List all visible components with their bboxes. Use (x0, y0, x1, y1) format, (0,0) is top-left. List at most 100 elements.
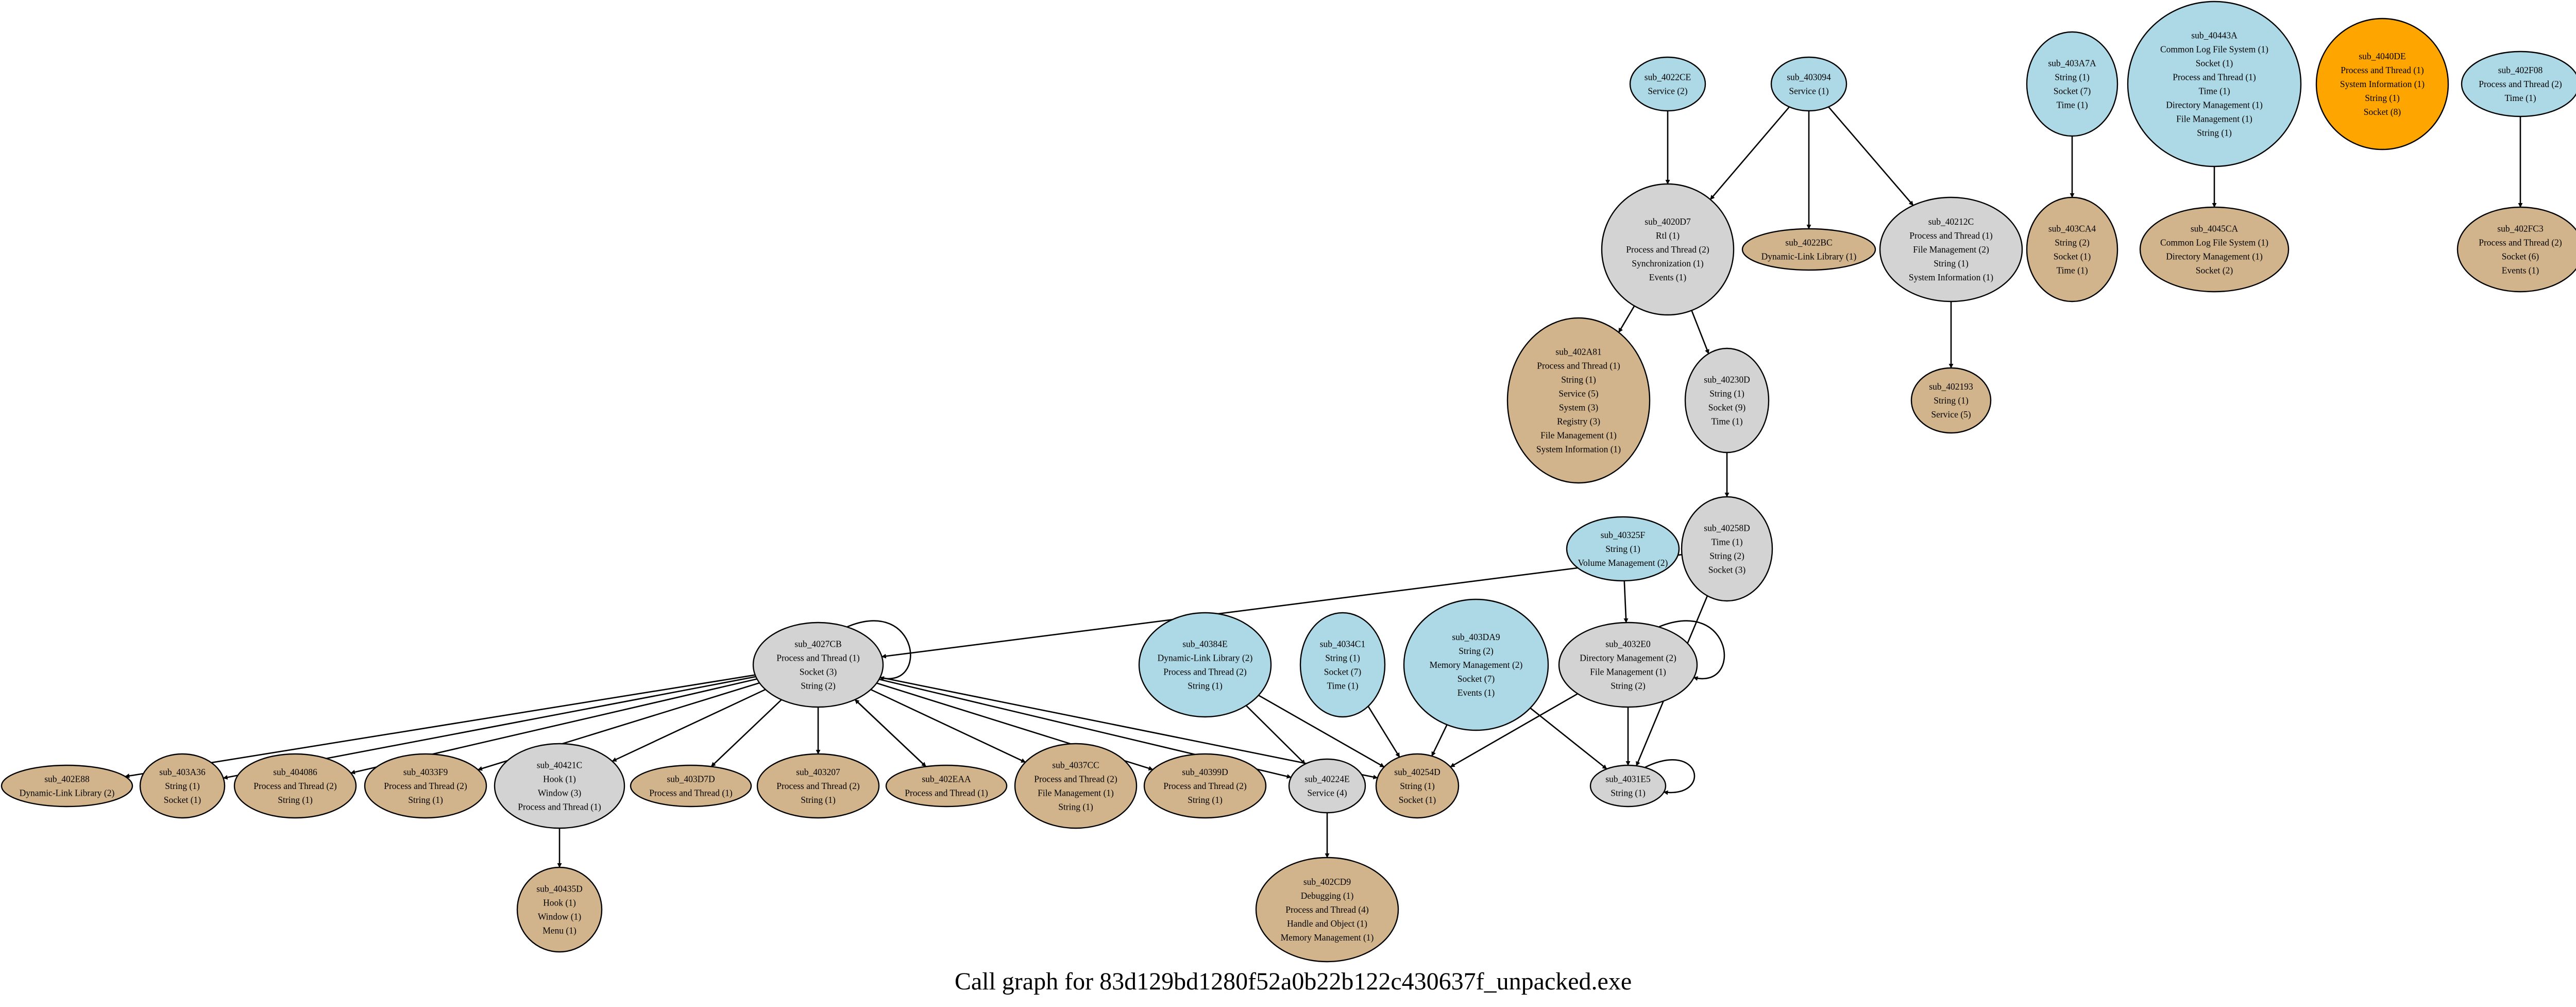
node-ellipse (1558, 622, 1698, 708)
node-api-category: String (1) (1400, 781, 1435, 791)
node-ellipse (1, 764, 133, 808)
node-ellipse (1143, 753, 1267, 819)
node-name: sub_4037CC (1052, 760, 1099, 770)
node-name: sub_40435D (536, 884, 582, 894)
node-api-category: Dynamic-Link Library (1) (1761, 251, 1857, 262)
node-name: sub_4040DE (2359, 51, 2405, 61)
node-api-category: String (1) (165, 781, 200, 791)
node-ellipse (1741, 228, 1876, 271)
node-api-category: String (2) (1709, 551, 1744, 561)
node-name: sub_40230D (1704, 375, 1750, 385)
node-api-category: Common Log File System (1) (2160, 238, 2268, 248)
edge-sub-4034c1-to-sub-40254d (1367, 706, 1400, 758)
node-name: sub_40399D (1182, 767, 1228, 777)
node-api-category: Memory Management (2) (1430, 660, 1523, 670)
node-api-category: String (1) (1325, 653, 1360, 663)
node-api-category: Directory Management (1) (2166, 100, 2263, 110)
node-api-category: Time (1) (2056, 100, 2088, 110)
node-name: sub_4020D7 (1645, 216, 1691, 227)
node-api-category: Process and Thread (1) (2173, 72, 2256, 82)
node-api-category: String (1) (1934, 258, 1969, 268)
edge-sub-40325f-to-sub-4032e0 (1623, 580, 1629, 623)
node-api-category: Time (1) (1327, 681, 1358, 691)
node-api-category: String (1) (2055, 72, 2090, 82)
node-api-category: Time (1) (1711, 416, 1742, 427)
node-name: sub_40421C (537, 760, 582, 770)
node-name: sub_4033F9 (403, 767, 448, 777)
node-api-category: String (2) (1459, 646, 1494, 656)
node-api-category: String (1) (1605, 544, 1640, 554)
node-api-category: String (2) (801, 681, 836, 691)
node-ellipse (364, 753, 487, 819)
node-api-category: File Management (1) (1540, 430, 1617, 441)
node-ellipse (1681, 496, 1773, 602)
node-ellipse (1601, 183, 1735, 316)
node-name: sub_402FC3 (2497, 224, 2544, 234)
node-ellipse (1770, 56, 1848, 112)
node-ellipse (1255, 857, 1399, 963)
node-api-category: String (1) (408, 795, 443, 805)
node-name: sub_40258D (1704, 523, 1750, 533)
edge-sub-402eaa-to-sub-4027cb (854, 699, 927, 767)
node-ellipse (756, 753, 880, 819)
node-name: sub_40224E (1304, 774, 1350, 784)
node-ellipse (1375, 753, 1460, 819)
node-api-category: File Management (1) (1038, 788, 1114, 798)
node-ellipse (1403, 598, 1549, 731)
edge-sub-4027cb-to-sub-40421c (612, 689, 766, 762)
node-name: sub_40212C (1928, 216, 1974, 227)
node-ellipse (1879, 196, 2023, 303)
node-api-category: String (2) (2055, 238, 2090, 248)
node-api-category: Events (1) (1458, 687, 1495, 698)
node-name: sub_4031E5 (1605, 774, 1651, 784)
node-api-category: String (1) (1188, 681, 1223, 691)
node-api-category: Directory Management (1) (2166, 251, 2263, 262)
node-api-category: String (1) (1611, 788, 1646, 798)
edge-sub-40384e-to-sub-40254d (1258, 695, 1385, 768)
node-name: sub_4045CA (2191, 224, 2239, 234)
node-ellipse (1629, 56, 1706, 112)
node-api-category: Process and Thread (2) (253, 781, 337, 791)
node-api-category: Registry (3) (1557, 416, 1600, 427)
node-api-category: Socket (3) (800, 667, 837, 677)
node-api-category: String (1) (1561, 375, 1596, 385)
node-api-category: System Information (1) (2340, 79, 2425, 89)
node-name: sub_4032E0 (1605, 639, 1651, 649)
edge-sub-4027cb-to-sub-4027cb (847, 620, 911, 681)
node-name: sub_403094 (1787, 72, 1831, 82)
node-name: sub_403DA9 (1452, 632, 1500, 642)
node-api-category: Process and Thread (1) (1909, 230, 1993, 241)
node-api-category: Service (5) (1931, 409, 1971, 419)
node-api-category: Debugging (1) (1301, 891, 1354, 901)
node-api-category: Hook (1) (543, 898, 576, 908)
node-api-category: Dynamic-Link Library (2) (20, 788, 115, 798)
node-api-category: Handle and Object (1) (1287, 918, 1367, 929)
node-api-category: Service (5) (1558, 389, 1598, 399)
node-name: sub_402193 (1929, 381, 1973, 392)
node-api-category: Service (1) (1789, 86, 1828, 96)
node-name: sub_402CD9 (1303, 877, 1351, 887)
node-api-category: Process and Thread (2) (2479, 79, 2562, 89)
edge-sub-4020d7-to-sub-402a81 (1618, 305, 1635, 333)
node-ellipse (752, 622, 884, 708)
node-api-category: String (1) (1188, 795, 1223, 805)
edge-sub-403da9-to-sub-40254d (1431, 724, 1448, 757)
node-api-category: Process and Thread (1) (649, 788, 733, 798)
node-ellipse (1299, 612, 1386, 718)
node-api-category: Socket (7) (2054, 86, 2091, 96)
node-name: sub_4022BC (1785, 238, 1832, 248)
node-api-category: Time (1) (1711, 537, 1742, 547)
